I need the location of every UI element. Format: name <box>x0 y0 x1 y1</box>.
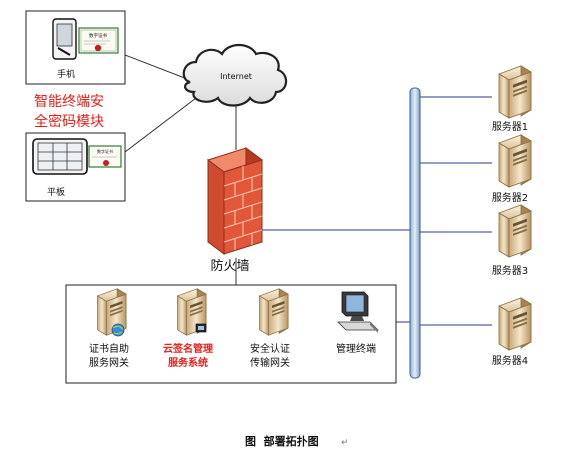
certificate-icon: 数字证书 <box>78 27 119 54</box>
phone-label: 手机 <box>57 68 75 80</box>
server-icon <box>498 134 532 188</box>
cluster-label-line2: 服务系统 <box>168 356 208 369</box>
cluster-label-line2: 服务网关 <box>89 356 129 369</box>
cert-self-service-gateway: 证书自助 服务网关 <box>89 288 129 369</box>
phone-icon <box>52 18 77 60</box>
network-bus <box>409 87 421 379</box>
tablet-certificate-icon: 数字证书 <box>88 145 122 168</box>
tablet-icon <box>32 138 88 175</box>
tablet-device: 数字证书 平板 <box>25 132 126 202</box>
server-2: 服务器2 <box>492 134 532 204</box>
server-3: 服务器3 <box>492 204 532 277</box>
phone-cert-text: 数字证书 <box>89 32 107 39</box>
phone-device: 数字证书 手机 <box>25 10 126 85</box>
tablet-cert-text: 数字证书 <box>97 148 113 154</box>
cluster-label-line1: 安全认证 <box>250 342 290 355</box>
service-cluster: 证书自助 服务网关 云签名管理 服务系统 安全认证 传输网关 管理终端 <box>65 284 397 384</box>
firewall-label: 防火墙 <box>210 258 249 274</box>
secure-auth-gateway: 安全认证 传输网关 <box>250 288 290 369</box>
caption-return-mark: ↵ <box>341 438 349 448</box>
cluster-label-line1: 管理终端 <box>336 342 376 355</box>
internet-cloud: Internet <box>182 43 288 107</box>
computer-icon <box>337 291 379 333</box>
server-label: 服务器3 <box>492 264 528 277</box>
tablet-internet-link <box>124 94 201 153</box>
cluster-label-line1: 证书自助 <box>89 342 129 355</box>
management-terminal: 管理终端 <box>336 291 379 355</box>
server-icon <box>498 204 532 258</box>
module-label-line2: 全密码模块 <box>34 113 104 130</box>
figure-caption: 图 部署拓扑图 ↵ <box>245 434 349 448</box>
cluster-label-line2: 传输网关 <box>250 356 290 369</box>
firewall-icon <box>206 147 264 255</box>
security-module-label: 智能终端安 全密码模块 <box>34 94 104 130</box>
cluster-label-line1: 云签名管理 <box>163 342 213 355</box>
caption-text: 图 部署拓扑图 <box>245 434 319 448</box>
server-icon <box>259 288 289 336</box>
server-1: 服务器1 <box>492 65 532 133</box>
internet-label: Internet <box>220 72 252 81</box>
module-label-line1: 智能终端安 <box>34 94 104 110</box>
server-label: 服务器1 <box>492 120 528 133</box>
server-label: 服务器4 <box>492 354 528 367</box>
tablet-label: 平板 <box>47 186 65 198</box>
server-label: 服务器2 <box>492 191 528 204</box>
server-icon <box>498 297 532 351</box>
cloud-signature-system: 云签名管理 服务系统 <box>163 288 213 369</box>
server-4: 服务器4 <box>492 297 532 367</box>
server-icon <box>498 65 532 119</box>
